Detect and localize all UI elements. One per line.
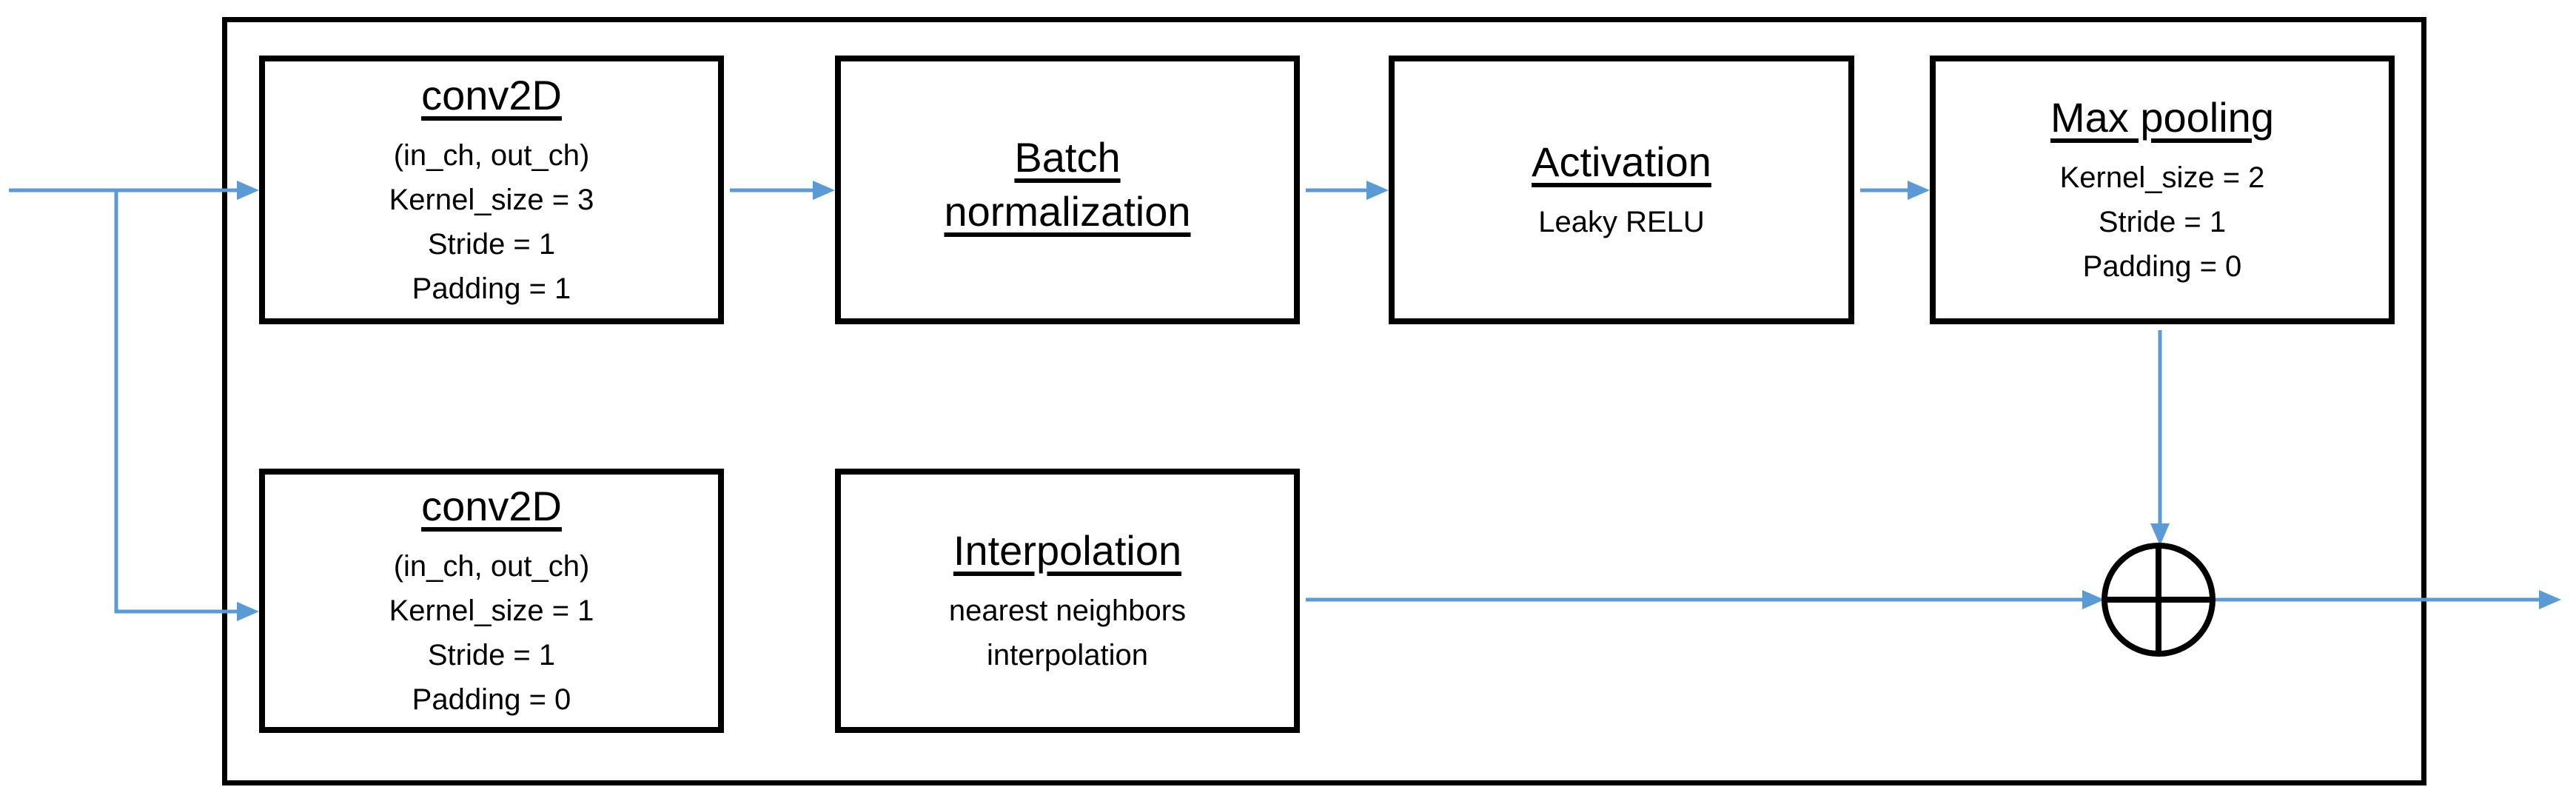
box-interpolation: Interpolation nearest neighbors interpol… [835, 469, 1300, 733]
box-conv2d-bottom-stride: Stride = 1 [427, 638, 556, 671]
arrow-batchnorm-to-activation-head-icon [1366, 181, 1389, 200]
arrow-skip-branch-line [114, 190, 252, 614]
arrow-sum-output-head-icon [2539, 590, 2561, 609]
box-conv2d-top-title: conv2D [421, 72, 562, 119]
box-conv2d-top-channels: (in_ch, out_ch) [393, 138, 590, 172]
box-max-pooling-kernel: Kernel_size = 2 [2059, 161, 2265, 194]
box-max-pooling-padding: Padding = 0 [2082, 249, 2242, 283]
arrow-input-head-icon [237, 181, 259, 200]
box-activation: Activation Leaky RELU [1389, 56, 1854, 324]
box-conv2d-top: conv2D (in_ch, out_ch) Kernel_size = 3 S… [259, 56, 724, 324]
arrow-maxpool-to-sum-head-icon [2150, 523, 2170, 546]
box-conv2d-bottom-kernel: Kernel_size = 1 [389, 594, 594, 627]
box-max-pooling-title: Max pooling [2050, 94, 2274, 141]
box-interpolation-title: Interpolation [953, 527, 1182, 574]
box-conv2d-bottom-title: conv2D [421, 483, 562, 530]
arrow-interpolation-to-sum-head-icon [2082, 590, 2104, 609]
box-batch-normalization-title: Batch normalization [944, 133, 1191, 235]
box-conv2d-bottom-channels: (in_ch, out_ch) [393, 549, 590, 583]
box-interpolation-method-2: interpolation [987, 638, 1148, 671]
box-interpolation-method-1: nearest neighbors [948, 594, 1187, 627]
box-conv2d-top-kernel: Kernel_size = 3 [389, 183, 594, 216]
arrow-activation-to-maxpool-head-icon [1908, 181, 1930, 200]
box-max-pooling-stride: Stride = 1 [2098, 205, 2227, 238]
box-conv2d-top-padding: Padding = 1 [412, 272, 571, 305]
arrow-conv-to-batchnorm-head-icon [813, 181, 835, 200]
box-conv2d-top-stride: Stride = 1 [427, 227, 556, 261]
box-max-pooling: Max pooling Kernel_size = 2 Stride = 1 P… [1930, 56, 2395, 324]
box-activation-title: Activation [1532, 138, 1711, 186]
sum-circled-plus-icon [2102, 543, 2216, 657]
box-activation-function: Leaky RELU [1538, 205, 1705, 238]
box-batch-normalization: Batch normalization [835, 56, 1300, 324]
box-conv2d-bottom-padding: Padding = 0 [412, 683, 571, 716]
box-conv2d-bottom: conv2D (in_ch, out_ch) Kernel_size = 1 S… [259, 469, 724, 733]
arrow-skip-branch-head-icon [237, 602, 259, 621]
block-outer-border [222, 17, 2426, 785]
